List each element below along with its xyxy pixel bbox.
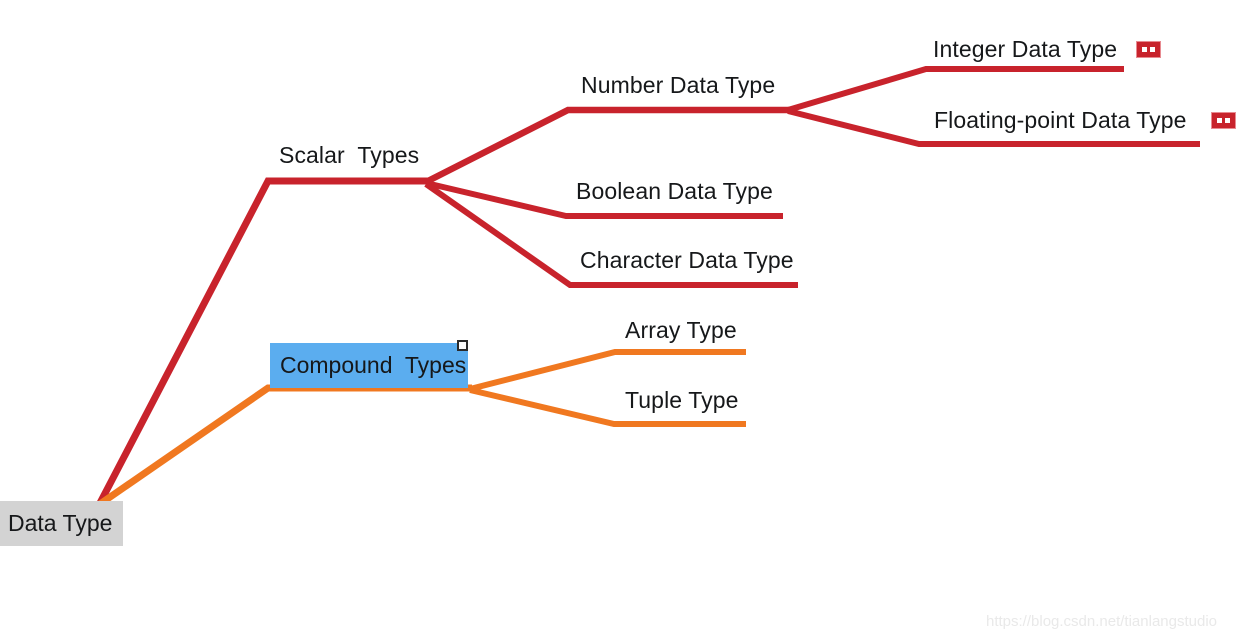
note-dot-right bbox=[1150, 47, 1155, 52]
node-compound-types[interactable]: Compound Types bbox=[270, 343, 468, 388]
note-dot-left bbox=[1217, 118, 1222, 123]
node-boolean-data-type[interactable]: Boolean Data Type bbox=[576, 178, 773, 204]
edge-scalar-to-number bbox=[424, 106, 790, 185]
note-badge-icon-integer[interactable] bbox=[1136, 41, 1161, 58]
edge-scalar-to-character bbox=[424, 181, 798, 288]
node-floating-point-data-type[interactable]: Floating-point Data Type bbox=[934, 107, 1187, 133]
node-array-type[interactable]: Array Type bbox=[625, 317, 737, 343]
watermark-text: https://blog.csdn.net/tianlangstudio bbox=[986, 613, 1217, 630]
edge-number-to-integer bbox=[787, 66, 1124, 113]
selection-resize-handle[interactable] bbox=[457, 340, 468, 351]
edge-compound-to-array bbox=[469, 349, 746, 392]
note-dot-left bbox=[1142, 47, 1147, 52]
node-integer-data-type[interactable]: Integer Data Type bbox=[933, 36, 1118, 62]
node-character-data-type[interactable]: Character Data Type bbox=[580, 247, 794, 273]
edge-compound-to-tuple bbox=[469, 387, 746, 427]
edge-root-to-scalar bbox=[96, 177, 428, 505]
node-scalar-types[interactable]: Scalar Types bbox=[279, 142, 420, 168]
node-tuple-type[interactable]: Tuple Type bbox=[625, 387, 739, 413]
edge-root-to-compound bbox=[98, 384, 472, 507]
edge-scalar-to-boolean bbox=[425, 180, 783, 219]
node-data-type-root[interactable]: Data Type bbox=[0, 501, 123, 546]
note-badge-icon-floating-point[interactable] bbox=[1211, 112, 1236, 129]
edge-number-to-floating bbox=[787, 108, 1200, 147]
node-number-data-type[interactable]: Number Data Type bbox=[581, 72, 776, 98]
note-dot-right bbox=[1225, 118, 1230, 123]
